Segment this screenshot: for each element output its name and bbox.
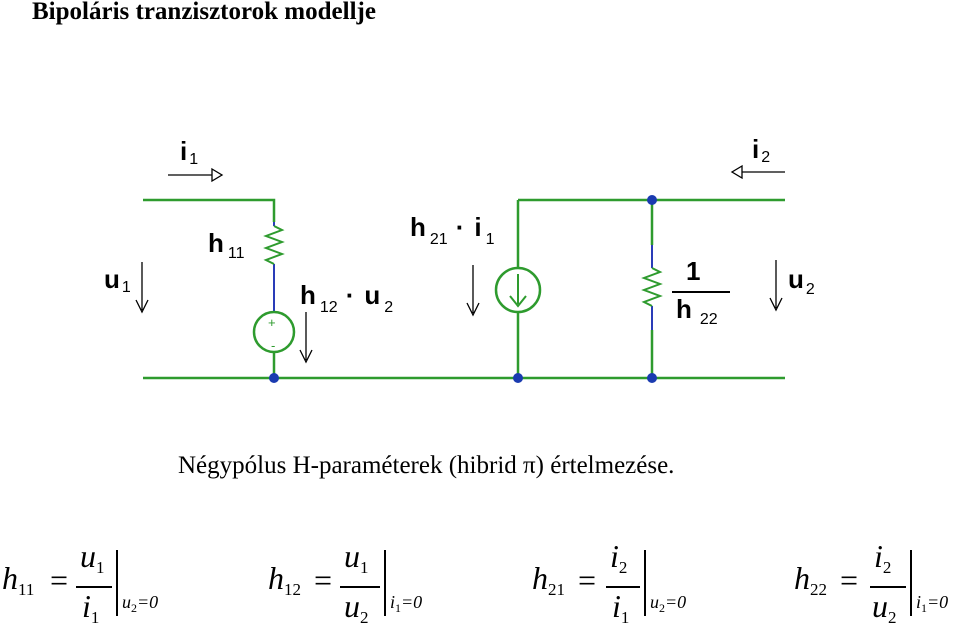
formula-h21: h21 = i2 i1 u2=0 [532, 538, 687, 627]
current-source-arrow-icon [509, 274, 527, 308]
minus-sign: - [271, 338, 275, 353]
arrow-h12-icon [299, 312, 313, 364]
label-h22-numerator: 1 [686, 256, 700, 286]
arrow-u2-icon [769, 260, 783, 312]
voltage-source [252, 310, 296, 354]
node-bottom-middle [513, 373, 523, 383]
page-title: Bipoláris tranzisztorok modellje [32, 0, 376, 25]
wire-top-left [143, 198, 276, 222]
node-bottom-left [269, 373, 279, 383]
formula-h11: h11 = u1 i1 u2=0 [2, 538, 159, 627]
formula-h22: h22 = i2 u2 i1=0 [794, 538, 949, 627]
node-bottom-right [647, 373, 657, 383]
arrow-i1-icon [168, 167, 224, 183]
current-source [494, 266, 542, 314]
caption: Négypólus H-paraméterek (hibrid π) értel… [178, 452, 675, 479]
formula-h12: h12 = u1 u2 i1=0 [268, 538, 423, 627]
arrow-u1-icon [135, 262, 149, 314]
arrow-h21-icon [466, 265, 480, 317]
node-top-right [647, 195, 657, 205]
resistor-h22 [641, 267, 663, 307]
resistor-h11 [263, 225, 285, 265]
arrow-i2-icon [730, 164, 785, 180]
plus-sign: + [268, 315, 276, 330]
